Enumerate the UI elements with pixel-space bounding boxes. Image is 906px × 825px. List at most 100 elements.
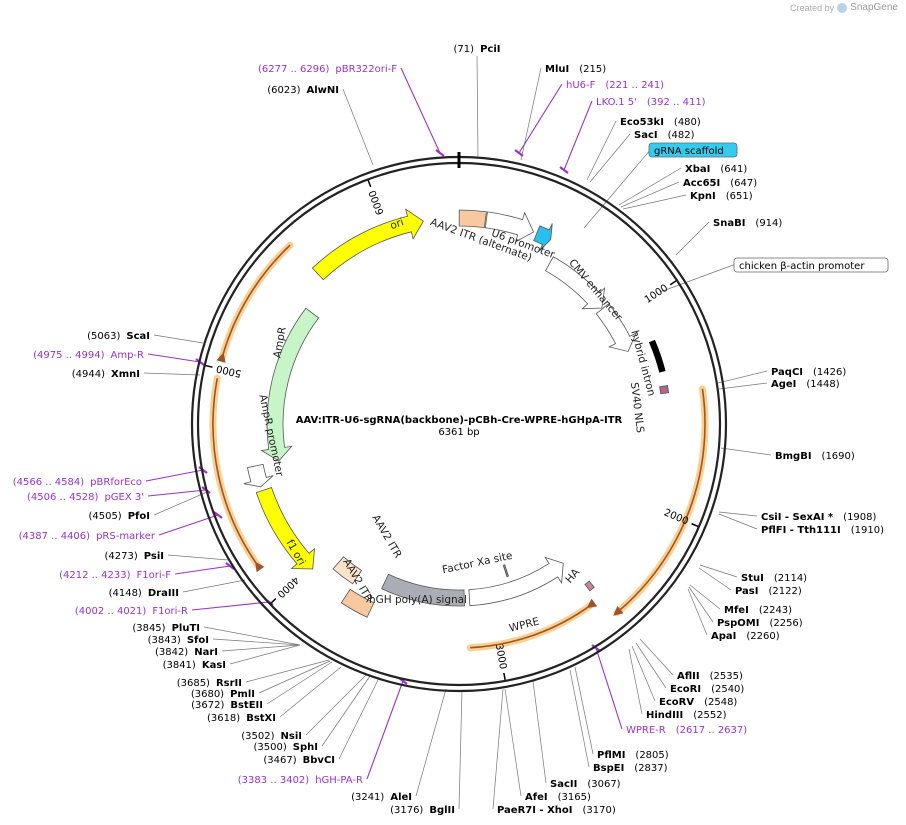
site-leader: [366, 680, 404, 780]
restriction-site-label[interactable]: PaqCI(1426): [771, 367, 846, 378]
restriction-site-label[interactable]: MluI(215): [545, 64, 606, 75]
primer-mark: [559, 166, 569, 174]
restriction-site-label[interactable]: (3176)BglII: [390, 805, 455, 816]
site-name: AflII: [677, 671, 700, 682]
restriction-site-label[interactable]: (71)PciI: [454, 44, 501, 55]
restriction-site-label[interactable]: Eco53kI(480): [620, 117, 701, 128]
restriction-site-label[interactable]: MfeI(2243): [724, 605, 792, 616]
primer-label[interactable]: (6277 .. 6296)pBR322ori-F: [258, 64, 397, 75]
primer-label[interactable]: (4387 .. 4406)pRS-marker: [19, 531, 156, 542]
restriction-site-label[interactable]: StuI(2114): [741, 573, 807, 584]
feature-callout[interactable]: gRNA scaffold: [648, 142, 738, 158]
restriction-site-label[interactable]: (3467)BbvCI: [263, 755, 335, 766]
site-name: AlwNI: [307, 85, 340, 96]
site-position: (4505): [88, 511, 121, 522]
restriction-site-label[interactable]: PasI(2122): [735, 586, 802, 597]
feature-chicken-actin-promoter: [595, 303, 638, 352]
primer-label[interactable]: hU6-F(221 .. 241): [566, 80, 664, 91]
restriction-site-label[interactable]: (4944)XmnI: [72, 369, 140, 380]
site-text: SnaBI(914): [713, 218, 782, 229]
primer-label[interactable]: LKO.1 5'(392 .. 411): [596, 97, 706, 108]
site-position: (2548): [704, 697, 737, 708]
orf-arcs: [209, 241, 709, 652]
site-position: (3170): [583, 805, 616, 816]
site-text: KpnI(651): [690, 191, 753, 202]
restriction-site-label[interactable]: AfeI(3165): [525, 792, 591, 803]
site-leader: [145, 469, 204, 482]
site-leader: [147, 489, 207, 497]
feature-label: Factor Xa site: [441, 550, 513, 577]
restriction-site-label[interactable]: (5063)ScaI: [87, 331, 150, 342]
restriction-site-label[interactable]: BmgBI(1690): [775, 451, 855, 462]
restriction-site-label[interactable]: HindIII(2552): [646, 710, 727, 721]
restriction-site-label[interactable]: (4273)PsiI: [104, 551, 164, 562]
restriction-site-label[interactable]: (3841)KasI: [163, 660, 226, 671]
feature-callout[interactable]: chicken β-actin promoter: [733, 257, 889, 273]
restriction-site-label[interactable]: AflII(2535): [677, 671, 743, 682]
site-position: (4002 .. 4021): [75, 606, 147, 617]
restriction-site-label[interactable]: Acc65I(647): [683, 178, 757, 189]
restriction-site-label[interactable]: PaeR7I - XhoI(3170): [497, 805, 616, 816]
site-leader: [258, 660, 331, 694]
site-position: (3618): [207, 713, 240, 724]
primer-label[interactable]: (4212 .. 4233)F1ori-F: [59, 570, 171, 581]
restriction-site-label[interactable]: (3685)RsrII: [177, 678, 242, 689]
restriction-site-label[interactable]: (3618)BstXI: [207, 713, 276, 724]
site-leader: [620, 181, 680, 208]
primer-label[interactable]: (3383 .. 3402)hGH-PA-R: [238, 775, 363, 786]
scale-tick: [691, 522, 699, 528]
primer-label[interactable]: (4506 .. 4528)pGEX 3': [27, 492, 144, 503]
restriction-site-label[interactable]: XbaI(641): [685, 164, 747, 175]
restriction-site-label[interactable]: (3845)PluTI: [132, 623, 200, 634]
site-text: (4273)PsiI: [104, 551, 164, 562]
restriction-site-label[interactable]: (3672)BstEII: [191, 700, 263, 711]
restriction-site-label[interactable]: SacI(482): [634, 130, 695, 141]
restriction-site-label[interactable]: (6023)AlwNI: [267, 85, 339, 96]
restriction-site-label[interactable]: (3502)NsiI: [241, 731, 302, 742]
site-text: PasI(2122): [735, 586, 802, 597]
site-text: Acc65I(647): [683, 178, 757, 189]
feature-cmv-enhancer: [544, 256, 606, 310]
restriction-site-label[interactable]: (4148)DraIII: [109, 588, 179, 599]
restriction-site-label[interactable]: AgeI(1448): [771, 379, 840, 390]
feature-label: AmpR: [271, 326, 288, 359]
feature-aav2-itr-alternate: [458, 209, 487, 229]
restriction-site-label[interactable]: (3842)NarI: [155, 647, 218, 658]
primer-mark: [514, 149, 524, 157]
site-text: CsiI - SexAI *(1908): [761, 512, 877, 523]
primer-label[interactable]: (4002 .. 4021)F1ori-R: [75, 606, 188, 617]
restriction-site-label[interactable]: (4505)PfoI: [88, 511, 150, 522]
primer-label[interactable]: (4975 .. 4994)Amp-R: [33, 350, 144, 361]
restriction-site-label[interactable]: (3241)AleI: [351, 792, 412, 803]
site-name: AleI: [390, 792, 412, 803]
site-name: hGH-PA-R: [315, 775, 363, 786]
restriction-site-label[interactable]: (3680)PmlI: [191, 689, 255, 700]
site-name: PsiI: [144, 551, 164, 562]
primer-label[interactable]: WPRE-R(2617 .. 2637): [626, 725, 747, 736]
site-position: (1908): [843, 512, 876, 523]
restriction-site-label[interactable]: (3500)SphI: [254, 742, 318, 753]
site-leader: [659, 263, 737, 293]
restriction-site-label[interactable]: ApaI(2260): [711, 631, 780, 642]
site-name: pBR322ori-F: [335, 64, 397, 75]
restriction-site-label[interactable]: PspOMI(2256): [717, 618, 803, 629]
restriction-site-label[interactable]: SacII(3067): [550, 779, 621, 790]
site-labels: (71)PciI MluI(215) hU6-F(221 .. 241) LKO.1 …: [13, 44, 889, 816]
restriction-site-label[interactable]: EcoRV(2548): [659, 697, 737, 708]
site-text: (3845)PluTI: [132, 623, 200, 634]
site-name: BspEI: [593, 763, 624, 774]
restriction-site-label[interactable]: (3843)SfoI: [148, 635, 209, 646]
restriction-site-label[interactable]: EcoRI(2540): [670, 684, 744, 695]
restriction-site-label[interactable]: CsiI - SexAI *(1908): [761, 512, 877, 523]
restriction-site-label[interactable]: BspEI(2837): [593, 763, 668, 774]
site-leader: [595, 647, 623, 730]
site-name: PmlI: [230, 689, 255, 700]
restriction-site-label[interactable]: KpnI(651): [690, 191, 753, 202]
site-text: (4944)XmnI: [72, 369, 140, 380]
restriction-site-label[interactable]: PflMI(2805): [597, 750, 669, 761]
site-position: (482): [668, 130, 695, 141]
restriction-site-label[interactable]: SnaBI(914): [713, 218, 782, 229]
site-text: AfeI(3165): [525, 792, 591, 803]
primer-label[interactable]: (4566 .. 4584)pBRforEco: [13, 477, 142, 488]
restriction-site-label[interactable]: PflFI - Tth111I(1910): [761, 525, 884, 536]
